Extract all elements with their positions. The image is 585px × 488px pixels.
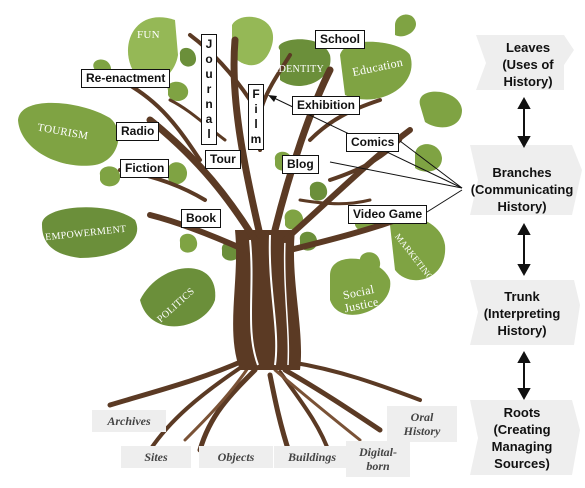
root-archives: Archives xyxy=(92,410,166,432)
leaf xyxy=(179,233,198,253)
media-box-reenactment: Re-enactment xyxy=(81,69,171,88)
legend-branches-text: Branches (Communicating History) xyxy=(468,164,576,215)
media-box-book: Book xyxy=(181,209,221,228)
legend-branches: Branches (Communicating History) xyxy=(468,150,576,216)
leaf xyxy=(232,16,274,66)
journal-letter: J xyxy=(205,37,213,51)
leaf xyxy=(99,166,121,187)
chevron-branches xyxy=(470,145,582,215)
legend-chevrons xyxy=(470,35,582,475)
leaf xyxy=(18,102,119,166)
root-digital-born: Digital-born xyxy=(346,441,410,477)
film-letter: F xyxy=(252,87,260,101)
chevron-roots xyxy=(470,400,580,475)
leaf-label-fun: FUN xyxy=(137,29,160,41)
legend-branches-subtitle: (Communicating History) xyxy=(470,182,574,214)
leaf xyxy=(390,216,446,281)
root-digital-born-text: Digital-born xyxy=(359,445,397,473)
leaf xyxy=(167,81,189,102)
leaf xyxy=(359,252,381,274)
leaf xyxy=(419,91,462,128)
legend-roots-text: Roots (Creating Managing Sources) xyxy=(468,404,576,472)
legend-roots-subtitle: (Creating Managing Sources) xyxy=(491,422,553,471)
media-box-blog: Blog xyxy=(282,155,319,174)
journal-letter: a xyxy=(205,112,213,126)
root-oral-history: Oral History xyxy=(387,406,457,442)
media-box-video-game: Video Game xyxy=(348,205,428,224)
trunk xyxy=(233,230,302,370)
legend-trunk-title: Trunk xyxy=(504,289,540,304)
journal-letter: l xyxy=(207,127,211,141)
chevron-leaves xyxy=(476,35,574,90)
root-buildings: Buildings xyxy=(274,446,350,468)
journal-letter: u xyxy=(205,67,213,81)
leaf xyxy=(179,47,197,67)
legend-leaves-text: Leaves (Uses of History) xyxy=(474,39,582,90)
leaf xyxy=(330,258,391,315)
media-box-fiction: Fiction xyxy=(120,159,170,178)
legend-leaves-title: Leaves xyxy=(505,40,551,55)
media-box-tour: Tour xyxy=(205,150,241,169)
media-box-radio: Radio xyxy=(116,122,160,141)
legend-trunk-text: Trunk (Interpreting History) xyxy=(468,288,576,339)
leaf xyxy=(41,207,138,258)
leaf xyxy=(278,39,331,86)
chevron-trunk xyxy=(470,280,580,345)
leaf xyxy=(309,181,328,201)
media-box-comics: Comics xyxy=(346,133,400,152)
media-box-exhibition: Exhibition xyxy=(292,96,360,115)
film-letter: i xyxy=(254,102,258,116)
leaf xyxy=(395,14,416,37)
legend-roots: Roots (Creating Managing Sources) xyxy=(468,402,576,474)
leaf xyxy=(167,162,188,185)
legend-leaves: Leaves (Uses of History) xyxy=(468,36,576,92)
root-objects: Objects xyxy=(199,446,273,468)
root-oral-history-text: Oral History xyxy=(403,410,441,438)
leaf-cluster xyxy=(18,14,462,327)
legend-leaves-subtitle: (Uses of History) xyxy=(502,57,554,89)
journal-letter: r xyxy=(206,82,212,96)
media-box-school: School xyxy=(315,30,366,49)
legend-trunk-subtitle: (Interpreting History) xyxy=(483,306,561,338)
legend-roots-title: Roots xyxy=(503,405,541,420)
legend-arrows xyxy=(517,96,531,401)
film-letter: l xyxy=(254,117,258,131)
journal-letter: o xyxy=(205,52,213,66)
callout-arrowheads xyxy=(268,95,277,102)
root-sites: Sites xyxy=(121,446,191,468)
film-letter: m xyxy=(250,132,262,146)
leaf xyxy=(415,144,442,172)
leaf xyxy=(340,41,412,100)
leaf-label-identity: IDENTITY xyxy=(275,64,325,75)
leaf xyxy=(140,268,216,327)
legend-trunk: Trunk (Interpreting History) xyxy=(468,284,576,346)
legend-branches-title: Branches xyxy=(492,165,552,180)
leaf xyxy=(127,17,178,84)
journal-letter: n xyxy=(205,97,213,111)
